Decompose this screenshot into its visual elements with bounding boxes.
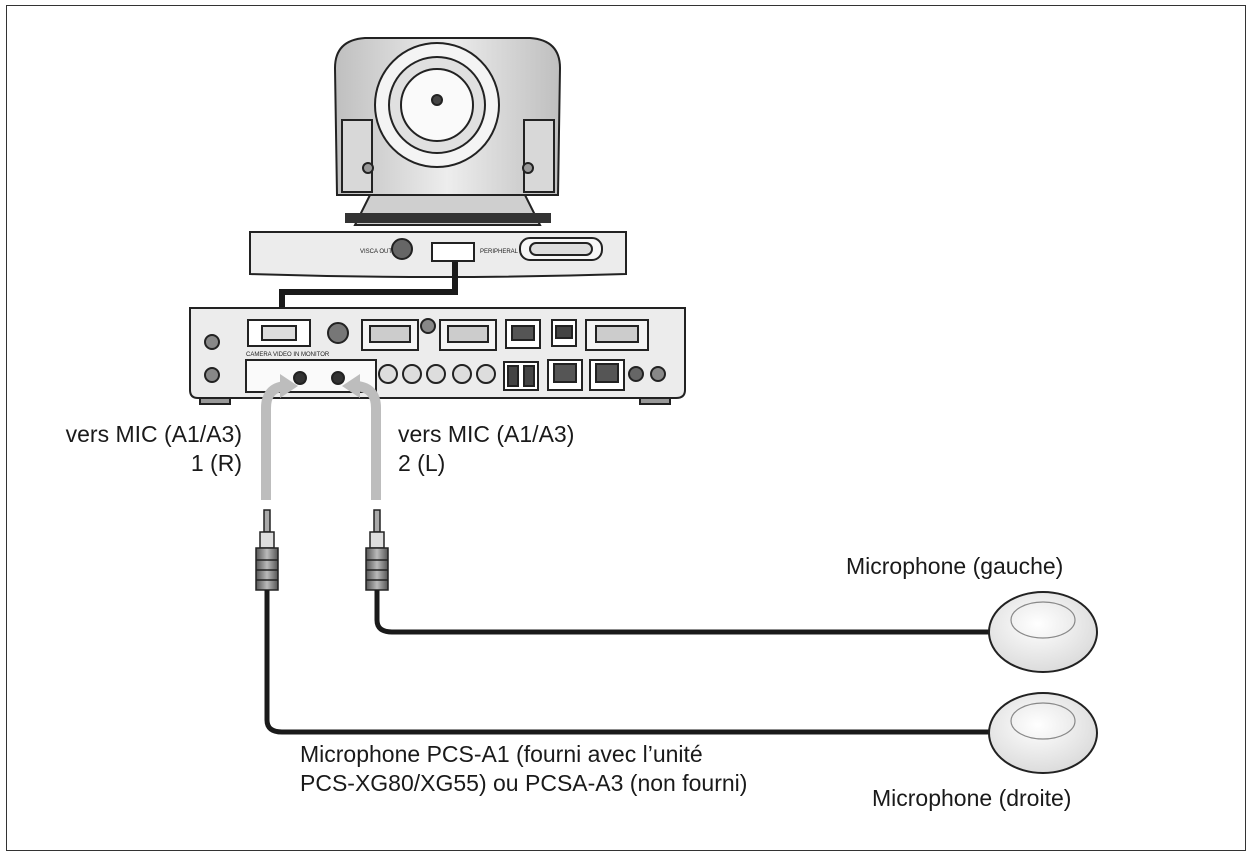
arrow-icon [356,381,381,500]
codec-unit-icon: CAMERA VIDEO IN MONITOR [189,307,686,405]
mic-right-label: Microphone (droite) [872,785,1072,811]
mic-input-2-line1: vers MIC (A1/A3) [398,421,575,447]
mic-caption-line1: Microphone PCS-A1 (fourni avec l’unité [300,741,703,767]
mic-caption: Microphone PCS-A1 (fourni avec l’unité P… [300,740,747,798]
mic-left-label: Microphone (gauche) [846,553,1064,579]
microphone-icon [988,591,1098,673]
mic-input-1-label: vers MIC (A1/A3) 1 (R) [20,420,242,478]
microphone-icon [988,692,1098,774]
mic-caption-line2: PCS-XG80/XG55) ou PCSA-A3 (non fourni) [300,770,748,796]
mic-input-2-line2: 2 (L) [398,450,446,476]
camera-cable [279,262,458,320]
mic-cable-right [264,590,990,735]
arrow-icon [261,381,286,500]
mic-input-1-line1: vers MIC (A1/A3) [65,421,242,447]
svg-text:PERIPHERAL: PERIPHERAL [480,249,519,255]
diagram-frame [6,5,1246,851]
camera-icon: VISCA OUT PERIPHERAL [249,37,627,278]
mic-input-2-label: vers MIC (A1/A3) 2 (L) [398,420,574,478]
svg-text:VISCA OUT: VISCA OUT [360,249,392,255]
mic-cable-left [374,590,990,635]
svg-text:CAMERA VIDEO IN MONITOR: CAMERA VIDEO IN MONITOR [246,352,330,358]
mini-plug-icon [255,509,279,591]
mic-input-1-line2: 1 (R) [190,450,242,476]
arrow-icon [280,374,298,398]
mini-plug-icon [365,509,389,591]
arrow-icon [342,374,360,398]
